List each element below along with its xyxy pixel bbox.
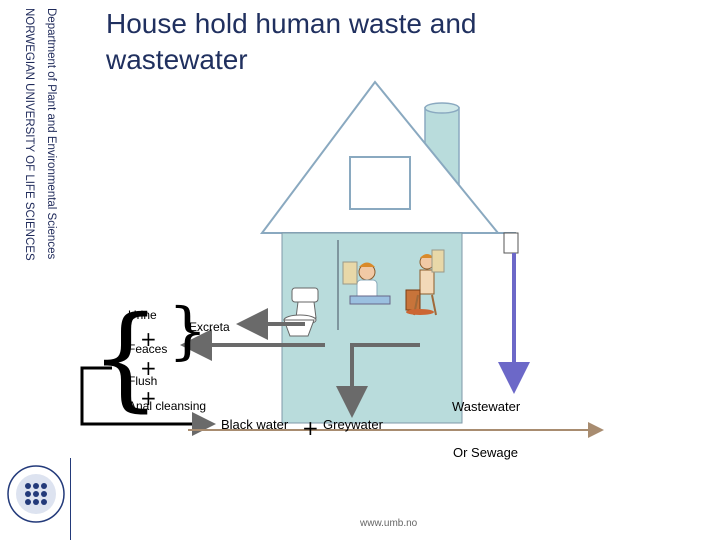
urine-label: Urine [128, 308, 157, 322]
footer-url: www.umb.no [360, 518, 417, 529]
anal-cleansing-label: Anal cleansing [128, 399, 206, 413]
black-water-label: Black water [221, 417, 288, 432]
plus-sign: + [302, 418, 319, 438]
or-sewage-label: Or Sewage [453, 445, 518, 460]
university-logo [8, 466, 64, 522]
greywater-label: Greywater [323, 417, 383, 432]
attic-window [350, 157, 410, 209]
logo-divider [70, 458, 71, 540]
feaces-label: Feaces [128, 342, 167, 356]
excreta-label: Excreta [189, 320, 230, 334]
wastewater-label: Wastewater [452, 399, 520, 414]
